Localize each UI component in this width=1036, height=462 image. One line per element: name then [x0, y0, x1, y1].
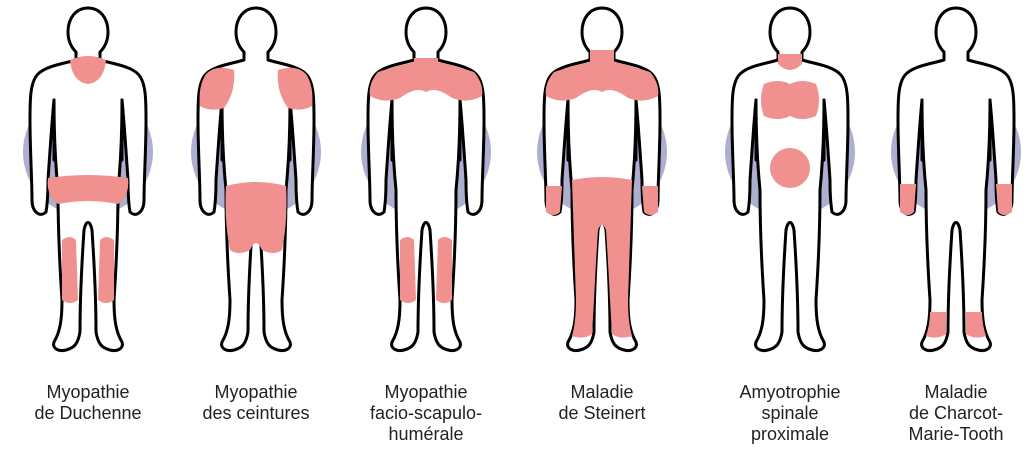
body-silhouette — [898, 8, 1014, 351]
body-diagram-steinert — [532, 0, 672, 372]
body-diagram-amyotrophie — [720, 0, 860, 372]
figure-cmt: Maladie de Charcot- Marie-Tooth — [886, 0, 1026, 462]
figure-ceintures: Myopathie des ceintures — [186, 0, 326, 462]
caption-amyotrophie: Amyotrophie spinale proximale — [720, 382, 860, 445]
body-silhouette — [198, 8, 314, 351]
caption-cmt: Maladie de Charcot- Marie-Tooth — [886, 382, 1026, 445]
body-diagram-fsh — [356, 0, 496, 372]
body-diagram-duchenne — [18, 0, 158, 372]
caption-duchenne: Myopathie de Duchenne — [18, 382, 158, 424]
figure-amyotrophie: Amyotrophie spinale proximale — [720, 0, 860, 462]
caption-fsh: Myopathie facio-scapulo- humérale — [356, 382, 496, 445]
figure-fsh: Myopathie facio-scapulo- humérale — [356, 0, 496, 462]
body-diagram-ceintures — [186, 0, 326, 372]
body-diagram-cmt — [886, 0, 1026, 372]
caption-ceintures: Myopathie des ceintures — [186, 382, 326, 424]
figure-duchenne: Myopathie de Duchenne — [18, 0, 158, 462]
figure-steinert: Maladie de Steinert — [532, 0, 672, 462]
caption-steinert: Maladie de Steinert — [532, 382, 672, 424]
